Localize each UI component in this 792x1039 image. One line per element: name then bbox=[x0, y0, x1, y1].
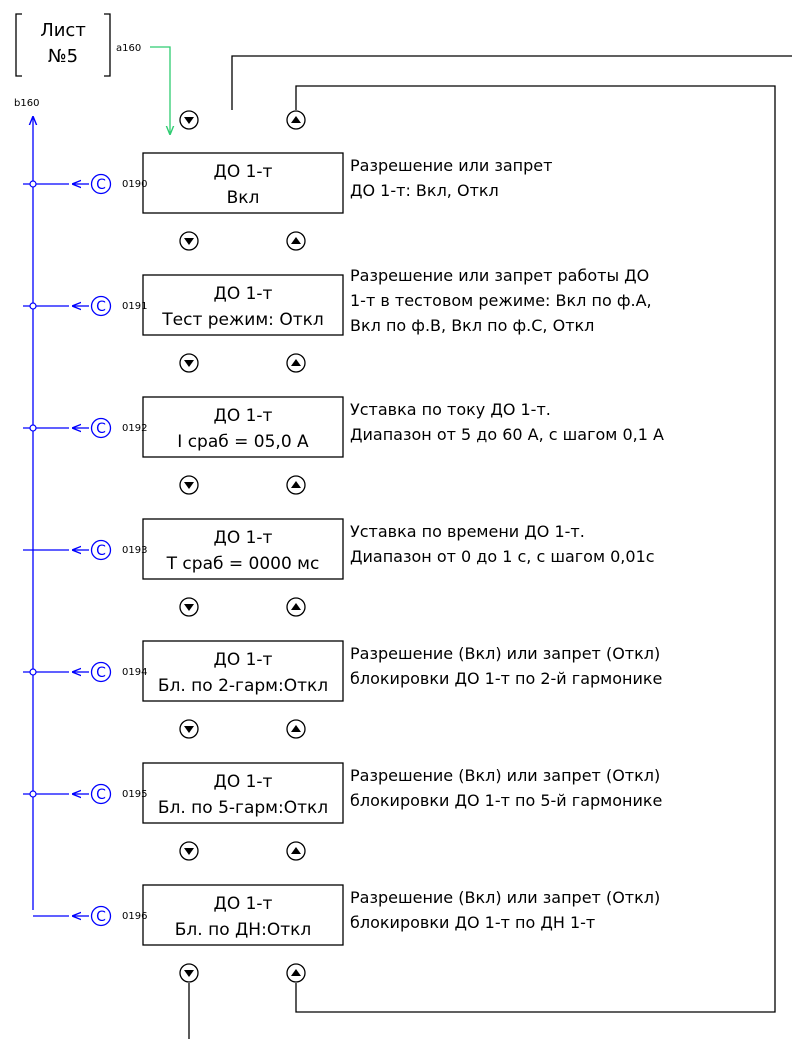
menu-box bbox=[142, 640, 344, 702]
desc-line: 1-т в тестовом режиме: Вкл по ф.А, bbox=[350, 291, 652, 310]
svg-text:C: C bbox=[96, 299, 106, 315]
block-code: 0195 bbox=[122, 789, 147, 800]
desc-line: блокировки ДО 1-т по ДН 1-т bbox=[350, 913, 595, 932]
block-code: 0190 bbox=[122, 179, 147, 190]
box-line1: ДО 1-т bbox=[214, 162, 273, 182]
menu-box bbox=[142, 274, 344, 336]
box-line1: ДО 1-т bbox=[214, 772, 273, 792]
nav-up-icon bbox=[286, 841, 306, 861]
bus-junction bbox=[29, 790, 37, 798]
block-code: 0192 bbox=[122, 423, 147, 434]
menu-block-0196: ДО 1-тБл. по ДН:Откл Разрешение (Вкл) или… bbox=[33, 884, 660, 946]
desc-line: Диапазон от 0 до 1 с, с шагом 0,01с bbox=[350, 547, 655, 566]
menu-block-0195: ДО 1-тБл. по 5-гарм:Откл Разрешение (Вкл)… bbox=[23, 762, 662, 824]
loop-line-up bbox=[295, 85, 776, 1013]
desc-line: Вкл по ф.В, Вкл по ф.С, Откл bbox=[350, 316, 594, 335]
nav-up-icon bbox=[286, 719, 306, 739]
desc-line: Разрешение или запрет bbox=[350, 156, 552, 175]
call-c-icon: C bbox=[90, 173, 112, 195]
svg-text:C: C bbox=[96, 177, 106, 193]
nav-up-icon bbox=[286, 475, 306, 495]
desc-line: Разрешение (Вкл) или запрет (Откл) bbox=[350, 644, 660, 663]
nav-up-icon bbox=[286, 110, 306, 130]
box-line2: Бл. по 2-гарм:Откл bbox=[158, 676, 328, 696]
box-line1: ДО 1-т bbox=[214, 894, 273, 914]
box-line1: ДО 1-т bbox=[214, 406, 273, 426]
box-line2: Вкл bbox=[227, 188, 260, 208]
connector-b-label: b160 bbox=[14, 98, 39, 109]
nav-down-icon bbox=[179, 719, 199, 739]
box-line2: I сраб = 05,0 А bbox=[177, 432, 309, 452]
desc-line: ДО 1-т: Вкл, Откл bbox=[350, 181, 499, 200]
sheet-label: Лист №5 bbox=[15, 13, 111, 77]
menu-block-0194: ДО 1-тБл. по 2-гарм:Откл Разрешение (Вкл)… bbox=[23, 640, 662, 702]
box-line2: Бл. по ДН:Откл bbox=[175, 920, 311, 940]
nav-down-icon bbox=[179, 110, 199, 130]
desc-line: Разрешение (Вкл) или запрет (Откл) bbox=[350, 888, 660, 907]
bus-junction bbox=[29, 302, 37, 310]
nav-up-icon bbox=[286, 231, 306, 251]
block-code: 0191 bbox=[122, 301, 147, 312]
nav-up-icon bbox=[286, 963, 306, 983]
box-line2: Тест режим: Откл bbox=[161, 310, 323, 330]
nav-up-icon bbox=[286, 353, 306, 373]
box-line2: Т сраб = 0000 мс bbox=[166, 554, 320, 574]
svg-text:C: C bbox=[96, 543, 106, 559]
loop-line-down bbox=[231, 55, 792, 110]
menu-box bbox=[142, 884, 344, 946]
block-code: 0196 bbox=[122, 911, 147, 922]
menu-block-0193: ДО 1-т Т сраб = 0000 мс Уставка по времени… bbox=[23, 518, 655, 580]
desc-line: Уставка по току ДО 1-т. bbox=[350, 400, 551, 419]
desc-line: Уставка по времени ДО 1-т. bbox=[350, 522, 585, 541]
box-line1: ДО 1-т bbox=[214, 528, 273, 548]
bus-junction bbox=[29, 180, 37, 188]
desc-line: Диапазон от 5 до 60 А, с шагом 0,1 А bbox=[350, 425, 664, 444]
desc-line: блокировки ДО 1-т по 5-й гармонике bbox=[350, 791, 662, 810]
sheet-label-line1: Лист bbox=[40, 20, 86, 41]
call-c-icon: C bbox=[90, 661, 112, 683]
bus-junction bbox=[29, 668, 37, 676]
connector-a-label: a160 bbox=[116, 43, 141, 54]
call-c-icon: C bbox=[90, 783, 112, 805]
call-c-icon: C bbox=[90, 295, 112, 317]
box-line1: ДО 1-т bbox=[214, 650, 273, 670]
desc-line: блокировки ДО 1-т по 2-й гармонике bbox=[350, 669, 662, 688]
nav-down-icon bbox=[179, 841, 199, 861]
svg-text:C: C bbox=[96, 665, 106, 681]
nav-down-icon bbox=[179, 231, 199, 251]
box-line2: Бл. по 5-гарм:Откл bbox=[158, 798, 328, 818]
block-code: 0194 bbox=[122, 667, 147, 678]
box-line1: ДО 1-т bbox=[214, 284, 273, 304]
svg-text:C: C bbox=[96, 787, 106, 803]
desc-line: Разрешение или запрет работы ДО bbox=[350, 266, 649, 285]
bus-junction bbox=[29, 424, 37, 432]
call-c-icon: C bbox=[90, 539, 112, 561]
menu-block-0192: ДО 1-т I сраб = 05,0 А Уставка по току ДО … bbox=[23, 396, 664, 458]
nav-down-icon bbox=[179, 597, 199, 617]
desc-line: Разрешение (Вкл) или запрет (Откл) bbox=[350, 766, 660, 785]
menu-box bbox=[142, 518, 344, 580]
nav-down-icon bbox=[179, 475, 199, 495]
svg-text:C: C bbox=[96, 909, 106, 925]
entry-arrow bbox=[150, 46, 170, 134]
menu-box bbox=[142, 396, 344, 458]
call-c-icon: C bbox=[90, 905, 112, 927]
nav-up-icon bbox=[286, 597, 306, 617]
call-c-icon: C bbox=[90, 417, 112, 439]
nav-down-icon bbox=[179, 353, 199, 373]
menu-box bbox=[142, 762, 344, 824]
sheet-label-line2: №5 bbox=[48, 46, 78, 67]
nav-down-icon bbox=[179, 963, 199, 983]
svg-text:C: C bbox=[96, 421, 106, 437]
menu-box bbox=[142, 152, 344, 214]
block-code: 0193 bbox=[122, 545, 147, 556]
